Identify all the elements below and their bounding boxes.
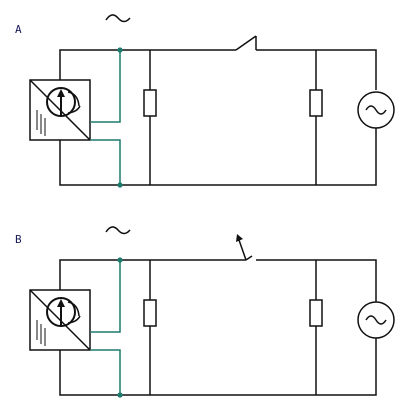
inverter-icon [29, 79, 91, 141]
switch-open [238, 239, 247, 261]
inverter-link-bottom [90, 139, 121, 185]
wire-bottom [59, 128, 377, 186]
junction-dot [117, 257, 123, 263]
load-resistor-1 [143, 89, 157, 117]
junction-dot [117, 392, 123, 398]
inverter-link-top [90, 260, 121, 333]
wire-top-left [59, 49, 236, 80]
ac-symbol-icon [105, 226, 131, 235]
wire-bottom [59, 338, 377, 396]
switch-gap [245, 255, 253, 261]
wire-top-right [256, 259, 377, 302]
panel-b [29, 226, 395, 398]
wire-top-right [256, 49, 377, 90]
panel-b-label: B [15, 233, 22, 246]
panel-a [29, 14, 395, 188]
inverter-link-bottom [90, 349, 121, 395]
load-resistor-1 [143, 299, 157, 327]
junction-dot [117, 47, 123, 53]
switch-arrow-icon [236, 234, 243, 242]
switch-closed [235, 35, 257, 51]
wire-top-left [59, 259, 246, 290]
panel-a-label: A [15, 23, 22, 36]
ac-symbol-icon [105, 14, 131, 23]
junction-dot [117, 182, 123, 188]
load-resistor-2 [309, 299, 323, 327]
inverter-icon [29, 289, 91, 351]
inverter-link-top [90, 50, 121, 123]
load-resistor-2 [309, 89, 323, 117]
